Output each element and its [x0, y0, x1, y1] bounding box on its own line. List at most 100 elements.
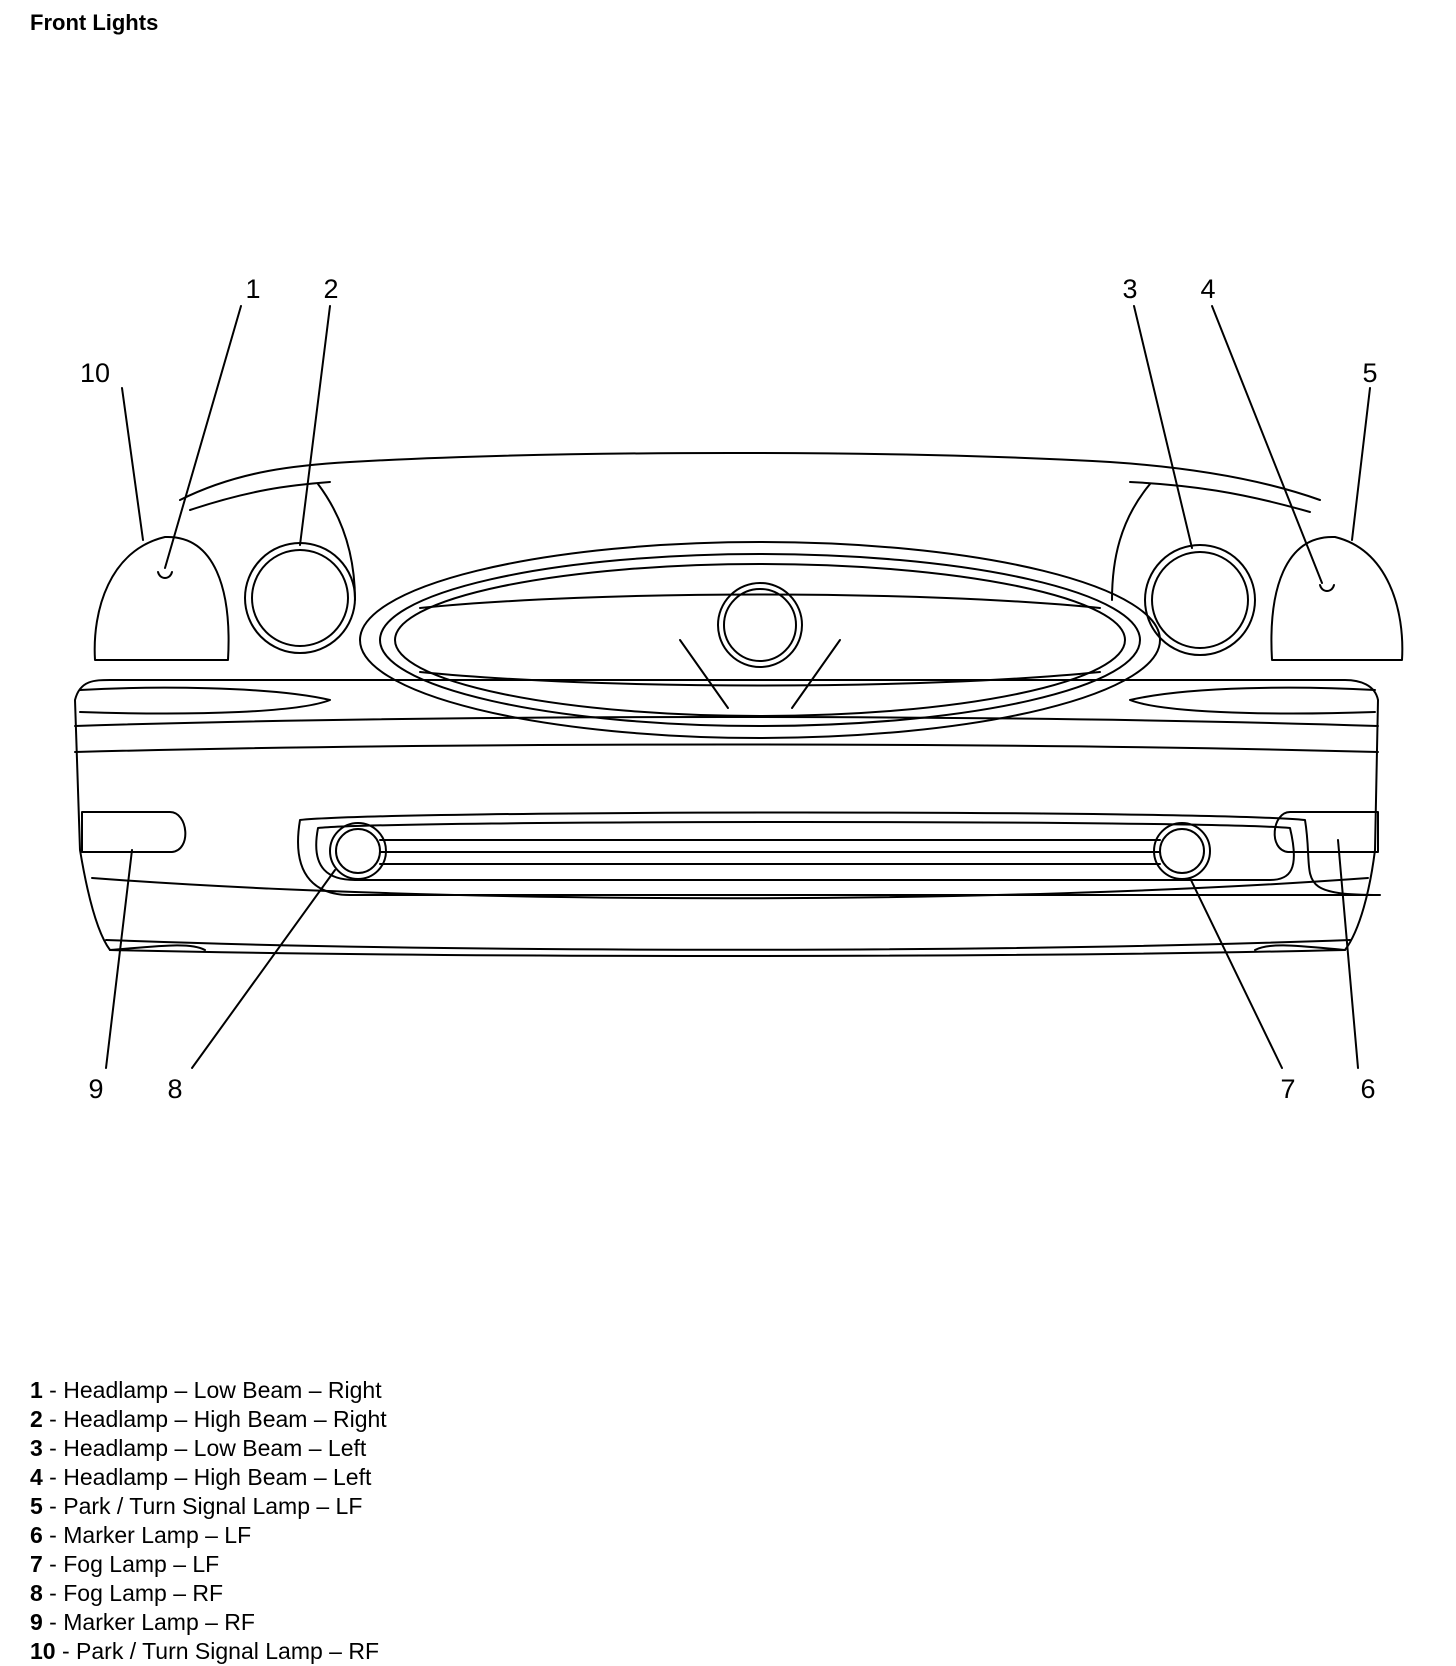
bumper-lip-left [109, 944, 206, 951]
fog-lamp-lf-shape [1153, 822, 1211, 880]
legend-sep: - [42, 1377, 64, 1403]
legend-sep: - [42, 1493, 64, 1519]
fog-lamp-lf-ring [1159, 828, 1205, 874]
legend-text: Headlamp – High Beam – Left [63, 1464, 372, 1490]
brow-left [79, 686, 331, 715]
bumper-lip-right [1254, 944, 1346, 951]
grille-middle [379, 553, 1141, 727]
callout-1: 1 [245, 274, 260, 304]
brow-right [1129, 686, 1376, 715]
legend-num: 3 [30, 1435, 43, 1461]
legend-sep: - [42, 1464, 64, 1490]
legend-num: 6 [30, 1522, 43, 1548]
legend-text: Marker Lamp – RF [63, 1609, 255, 1635]
leader-line-5 [1351, 387, 1371, 541]
legend-item-8: 8 - Fog Lamp – RF [30, 1579, 387, 1608]
legend-sep: - [42, 1435, 64, 1461]
legend-text: Headlamp – High Beam – Right [63, 1406, 387, 1432]
leader-line-8 [191, 869, 336, 1069]
legend-text: Park / Turn Signal Lamp – RF [76, 1638, 380, 1664]
legend-text: Headlamp – Low Beam – Right [63, 1377, 382, 1403]
legend-text: Fog Lamp – RF [63, 1580, 224, 1606]
callout-2: 2 [323, 274, 338, 304]
legend-item-6: 6 - Marker Lamp – LF [30, 1521, 387, 1550]
legend-item-10: 10 - Park / Turn Signal Lamp – RF [30, 1637, 387, 1666]
park-turn-lamp-rf-shape [93, 535, 230, 661]
marker-lamp-lf-shape [1273, 811, 1379, 853]
bumper-upper-line [74, 716, 1379, 727]
legend-item-5: 5 - Park / Turn Signal Lamp – LF [30, 1492, 387, 1521]
callout-7: 7 [1280, 1074, 1295, 1104]
legend-item-2: 2 - Headlamp – High Beam – Right [30, 1405, 387, 1434]
headlamp-low-beam-left-ring [1151, 551, 1249, 649]
leader-line-6 [1337, 839, 1359, 1069]
fog-lamp-rf-ring [335, 828, 381, 874]
leader-line-3 [1133, 305, 1193, 549]
leader-line-10 [121, 387, 144, 541]
bumper-upper-line-2 [74, 743, 1379, 753]
grille-emblem-inner [723, 588, 797, 662]
legend-num: 9 [30, 1609, 43, 1635]
leader-line-9 [105, 849, 133, 1069]
lower-opening-inner [315, 821, 1295, 881]
grille-shelf-2 [419, 671, 1101, 687]
legend-sep: - [42, 1580, 64, 1606]
leader-line-2 [299, 305, 331, 546]
legend-num: 8 [30, 1580, 43, 1606]
hood-outline [179, 452, 1321, 501]
grille-v-right [791, 639, 841, 709]
legend-num: 1 [30, 1377, 43, 1403]
legend-sep: - [42, 1551, 64, 1577]
callout-8: 8 [167, 1074, 182, 1104]
park-turn-lamp-lf-shape [1270, 535, 1404, 661]
callout-6: 6 [1360, 1074, 1375, 1104]
legend-num: 4 [30, 1464, 43, 1490]
legend-text: Headlamp – Low Beam – Left [63, 1435, 367, 1461]
legend-text: Fog Lamp – LF [63, 1551, 220, 1577]
lower-opening-outer [297, 811, 1381, 896]
legend-num: 2 [30, 1406, 43, 1432]
headlamp-high-beam-left-mark [1319, 584, 1335, 592]
legend-sep: - [42, 1609, 64, 1635]
grille-outer [359, 541, 1161, 739]
callout-5: 5 [1362, 358, 1377, 388]
callout-3: 3 [1122, 274, 1137, 304]
legend-item-3: 3 - Headlamp – Low Beam – Left [30, 1434, 387, 1463]
bumper-bottom-line [105, 939, 1351, 951]
leader-line-7 [1189, 877, 1283, 1069]
grille-inner [394, 563, 1126, 717]
legend-sep: - [42, 1406, 64, 1432]
hood-fender-left [317, 483, 356, 601]
legend-num: 10 [30, 1638, 56, 1664]
legend-item-7: 7 - Fog Lamp – LF [30, 1550, 387, 1579]
hood-crease-right [1129, 481, 1311, 513]
hood-crease-left [189, 481, 331, 511]
headlamp-high-beam-right-shape [244, 542, 356, 654]
legend-sep: - [55, 1638, 77, 1664]
grille-shelf [419, 593, 1101, 609]
callout-4: 4 [1200, 274, 1215, 304]
legend-num: 5 [30, 1493, 43, 1519]
legend-item-9: 9 - Marker Lamp – RF [30, 1608, 387, 1637]
legend-num: 7 [30, 1551, 43, 1577]
grille-emblem-outer [717, 582, 803, 668]
legend-text: Park / Turn Signal Lamp – LF [63, 1493, 363, 1519]
legend-item-1: 1 - Headlamp – Low Beam – Right [30, 1376, 387, 1405]
bumper-lower-line [91, 877, 1369, 900]
legend: 1 - Headlamp – Low Beam – Right 2 - Head… [30, 1376, 387, 1666]
hood-fender-right [1111, 483, 1151, 601]
grille-v-left [679, 639, 729, 709]
page-title: Front Lights [30, 10, 159, 35]
legend-sep: - [42, 1522, 64, 1548]
legend-item-4: 4 - Headlamp – High Beam – Left [30, 1463, 387, 1492]
callout-10: 10 [80, 358, 110, 388]
marker-lamp-rf-shape [81, 811, 187, 853]
fog-lamp-rf-shape [329, 822, 387, 880]
headlamp-low-beam-right-mark [157, 571, 173, 579]
legend-text: Marker Lamp – LF [63, 1522, 252, 1548]
headlamp-high-beam-right-ring [251, 549, 349, 647]
leader-line-4 [1211, 305, 1323, 584]
headlamp-low-beam-left-shape [1144, 544, 1256, 656]
callout-9: 9 [88, 1074, 103, 1104]
